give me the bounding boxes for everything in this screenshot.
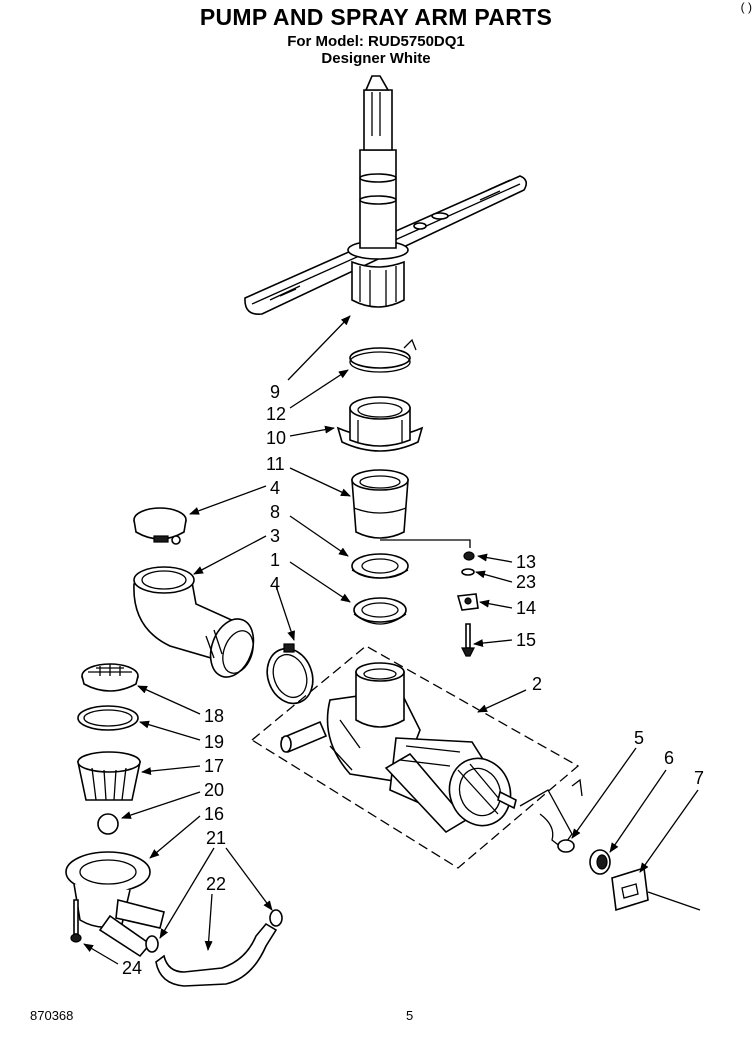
callout-8: 8 [270,502,280,522]
callout-18: 18 [204,706,224,726]
ball-part-20 [97,813,119,835]
page-title: PUMP AND SPRAY ARM PARTS [199,4,553,30]
callout-1: 1 [270,550,280,570]
model-number: For Model: RUD5750DQ1 [287,33,465,50]
spray-arm-part-9 [244,75,528,315]
leader-lines [83,315,699,965]
pump-motor-part-2 [250,645,580,869]
callout-6: 6 [664,748,674,768]
clamp-part-21 [145,909,283,953]
seal-part-1 [353,597,407,625]
callout-14: 14 [516,598,536,618]
bracket-part-5 [519,778,583,853]
support-part-10 [336,396,424,452]
screen-part-18 [81,663,139,692]
screw-part-15 [461,623,475,657]
callout-24: 24 [122,958,142,978]
page-number: 5 [406,1008,414,1023]
nut-part-13 [463,551,475,561]
callout-21: 21 [206,828,226,848]
callout-20: 20 [204,780,224,800]
grommet-part-6 [589,849,611,875]
callout-19: 19 [204,732,224,752]
screw-part-24 [70,899,82,943]
sump-part-16 [65,851,165,958]
callout-4-lower: 4 [270,574,280,594]
callout-23: 23 [516,572,536,592]
callout-16: 16 [204,804,224,824]
callout-3: 3 [270,526,280,546]
callout-15: 15 [516,630,536,650]
callout-10: 10 [266,428,286,448]
callout-12: 12 [266,404,286,424]
callout-13: 13 [516,552,536,572]
callout-4-upper: 4 [270,478,280,498]
hose-part-3 [133,566,255,678]
callout-11: 11 [266,454,285,474]
ring-part-12 [349,338,417,373]
bracket-part-14 [456,593,479,611]
clamp-part-4-upper [133,507,187,545]
document-number: 870368 [30,1008,74,1023]
ring-part-19 [77,705,139,731]
callout-22: 22 [206,874,226,894]
seal-part-8 [351,553,409,579]
gasket-part-7 [611,866,701,912]
cup-part-11 [351,469,409,539]
washer-part-23 [461,568,475,576]
callout-17: 17 [204,756,224,776]
callout-labels: 9 12 10 11 4 8 3 1 4 13 23 14 15 2 18 19… [122,382,704,978]
clamp-part-4-lower [266,643,314,705]
strainer-part-17 [77,751,141,801]
corner-mark: ( ) [740,0,752,14]
callout-2: 2 [532,674,542,694]
callout-5: 5 [634,728,644,748]
hose-part-22 [155,922,278,987]
callout-9: 9 [270,382,280,402]
color-name: Designer White [321,50,431,67]
callout-7: 7 [694,768,704,788]
